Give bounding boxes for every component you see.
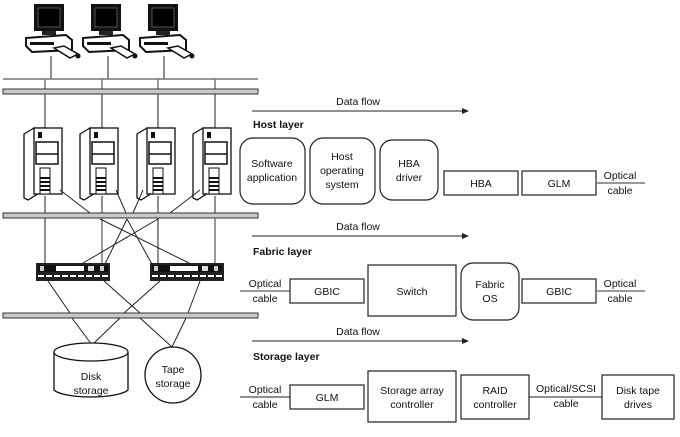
hba-driver-box — [379, 139, 439, 201]
cable-label: cable — [252, 399, 277, 411]
storage-layer: Data flow Storage layer Optical cable GL… — [240, 326, 675, 423]
fc-switch-icon — [35, 262, 111, 282]
server-icon — [136, 127, 176, 201]
lan-bus — [2, 88, 259, 95]
storage-bus — [2, 312, 259, 319]
disk-storage-label-1: Disk — [81, 371, 102, 383]
connector-line — [103, 280, 141, 314]
glm-box — [521, 170, 597, 196]
box-label: GLM — [316, 392, 339, 404]
tape-storage-label-2: storage — [155, 378, 190, 390]
connector-line — [103, 218, 128, 267]
server-icon — [23, 127, 63, 201]
cable-label: cable — [607, 185, 632, 197]
tape-circle-icon — [144, 346, 202, 404]
cable-label: Optical — [604, 170, 637, 182]
box-label: HBA — [398, 158, 420, 170]
raid-controller-box — [460, 374, 530, 420]
box-label: controller — [473, 399, 517, 411]
disk-cylinder-top — [53, 342, 129, 362]
connector-line — [139, 317, 173, 348]
cable-label: Optical — [604, 278, 637, 290]
fabric-layer-title: Fabric layer — [253, 246, 312, 258]
box-label: Disk tape — [616, 385, 660, 397]
connector-line — [123, 280, 161, 314]
storage-array-controller-box — [367, 370, 457, 423]
data-flow-label: Data flow — [336, 221, 380, 233]
disk-storage-label-2: storage — [73, 385, 108, 397]
connector-line — [59, 189, 91, 214]
box-label: OS — [482, 293, 497, 305]
gbic-box — [521, 278, 597, 304]
workstation-icon — [25, 3, 82, 60]
cable-label: Optical — [249, 278, 282, 290]
cable-label: Optical — [249, 384, 282, 396]
connector-line — [115, 189, 127, 214]
software-application-box — [239, 137, 306, 205]
host-layer: Data flow Host layer Software applicatio… — [239, 96, 645, 205]
box-label: application — [247, 172, 297, 184]
disk-storage: Disk storage — [53, 342, 129, 398]
switch-box — [367, 264, 457, 317]
connector-line — [187, 280, 201, 314]
tape-storage-label-1: Tape — [162, 364, 185, 376]
workstation-icon — [139, 3, 196, 60]
box-label: controller — [390, 399, 434, 411]
fabric-bus — [2, 212, 259, 219]
connector-line — [47, 280, 71, 314]
connector-line — [91, 317, 121, 346]
box-label: Storage array — [380, 385, 444, 397]
fabric-layer: Data flow Fabric layer Optical cable GBI… — [240, 221, 645, 321]
workstation-group — [25, 3, 196, 60]
box-label: operating — [320, 165, 364, 177]
box-label: Switch — [397, 286, 428, 298]
box-label: Fabric — [475, 279, 504, 291]
fabric-os-box — [460, 262, 520, 321]
box-label: system — [325, 179, 359, 191]
box-label: drives — [624, 399, 652, 411]
disk-cylinder-icon — [53, 352, 129, 398]
connector-line — [99, 218, 196, 267]
host-os-box — [309, 137, 376, 205]
connector-line — [71, 317, 93, 346]
cable-label: cable — [553, 398, 578, 410]
data-flow-label: Data flow — [336, 96, 380, 108]
connector-line — [169, 189, 201, 214]
gbic-box — [289, 278, 365, 304]
disk-tape-drives-box — [601, 374, 675, 420]
arrowhead-icon — [462, 338, 469, 344]
box-label: Software — [251, 158, 293, 170]
arrowhead-icon — [462, 108, 469, 114]
server-icon — [192, 127, 232, 201]
connector-line — [171, 317, 187, 348]
storage-layer-title: Storage layer — [253, 351, 320, 363]
host-layer-title: Host layer — [253, 119, 304, 131]
box-label: Host — [331, 151, 353, 163]
box-label: GBIC — [546, 286, 572, 298]
cable-label: cable — [252, 293, 277, 305]
box-label: GBIC — [314, 286, 340, 298]
glm-box — [289, 384, 365, 410]
tape-storage: Tape storage — [144, 346, 202, 404]
box-label: GLM — [548, 178, 571, 190]
data-flow-label: Data flow — [336, 326, 380, 338]
box-label: HBA — [470, 178, 492, 190]
connector-line — [126, 218, 154, 267]
server-icon — [79, 127, 119, 201]
cable-label: Optical/SCSI — [536, 383, 596, 395]
cable-label: cable — [607, 293, 632, 305]
box-label: driver — [396, 172, 423, 184]
hba-box — [443, 170, 519, 196]
workstation-icon — [82, 3, 139, 60]
arrowhead-icon — [462, 233, 469, 239]
box-label: RAID — [482, 385, 508, 397]
server-group — [23, 127, 232, 201]
fc-switch-icon — [149, 262, 225, 282]
connector-line — [77, 218, 159, 267]
connector-line — [132, 189, 144, 214]
